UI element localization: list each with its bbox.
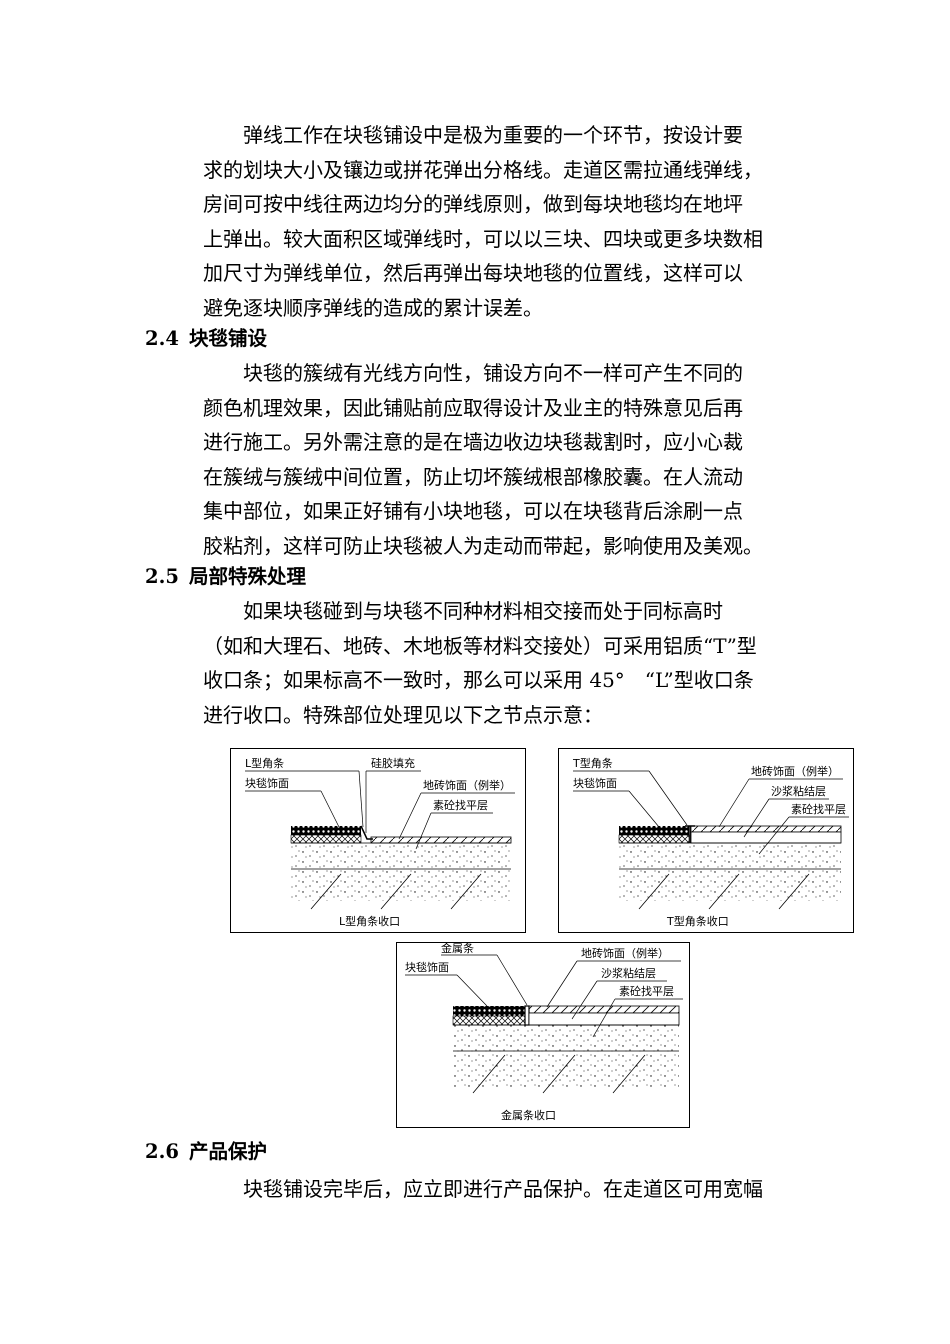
text-line: 避免逐块顺序弹线的造成的累计误差。 — [203, 295, 543, 320]
label-tile-finish: 地砖饰面（例举） — [581, 946, 669, 960]
base-layer — [291, 869, 511, 901]
l-type-diagram: L型角条 块毯饰面 硅胶填充 地砖饰面（例举） 素砼找平层 L型角条收口 — [245, 756, 515, 928]
figure-t-type-edge: T型角条 块毯饰面 地砖饰面（例举） 沙浆粘结层 素砼找平层 T型角条收口 — [558, 748, 854, 933]
label-l-strip: L型角条 — [245, 756, 284, 770]
text-line: 进行施工。另外需注意的是在墙边收边块毯裁割时，应小心裁 — [203, 430, 743, 454]
paragraph-line-marking: 弹线工作在块毯铺设中是极为重要的一个环节，按设计要 求的划块大小及镶边或拼花弹出… — [203, 118, 813, 325]
text-line: 在簇绒与簇绒中间位置，防止切坏簇绒根部橡胶囊。在人流动 — [203, 464, 743, 489]
figure-metal-strip-edge: 金属条 块毯饰面 地砖饰面（例举） 沙浆粘结层 素砼找平层 金属条收口 — [396, 942, 690, 1128]
text-line: 如果块毯碰到与块毯不同种材料相交接而处于同标高时 — [203, 599, 723, 623]
carpet-backing — [452, 1015, 526, 1026]
section-number: 2.6 — [145, 1140, 179, 1163]
label-silicone-fill: 硅胶填充 — [371, 756, 415, 770]
section-heading-2-4: 2.4 块毯铺设 — [145, 324, 267, 354]
t-type-diagram: T型角条 块毯饰面 地砖饰面（例举） 沙浆粘结层 素砼找平层 T型角条收口 — [572, 756, 849, 928]
section-title: 局部特殊处理 — [188, 565, 306, 588]
carpet-layer — [291, 826, 361, 835]
label-tile-finish: 地砖饰面（例举） — [751, 764, 839, 778]
text-line: 加尺寸为弹线单位，然后再弹出每块地毯的位置线，这样可以 — [203, 261, 743, 285]
section-number: 2.5 — [145, 565, 179, 588]
section-heading-2-5: 2.5 局部特殊处理 — [145, 562, 306, 592]
paragraph-product-protection: 块毯铺设完毕后，应立即进行产品保护。在走道区可用宽幅 — [203, 1172, 813, 1207]
text-line: 收口条；如果标高不一致时，那么可以采用 45° “L”型收口条 — [203, 668, 754, 692]
figure-caption: 金属条收口 — [501, 1108, 556, 1122]
mortar-layer — [528, 1012, 680, 1026]
label-carpet-finish: 块毯饰面 — [573, 776, 617, 790]
figure-caption: L型角条收口 — [339, 914, 400, 928]
tile-layer — [528, 1005, 680, 1014]
label-t-strip: T型角条 — [572, 756, 613, 770]
label-mortar: 沙浆粘结层 — [601, 966, 656, 980]
figure-l-type-edge: L型角条 块毯饰面 硅胶填充 地砖饰面（例举） 素砼找平层 L型角条收口 — [230, 748, 526, 933]
paragraph-carpet-laying: 块毯的簇绒有光线方向性，铺设方向不一样可产生不同的 颜色机理效果，因此铺贴前应取… — [203, 356, 813, 563]
section-heading-2-6: 2.6 产品保护 — [145, 1137, 267, 1167]
figure-caption: T型角条收口 — [666, 914, 729, 928]
screed-layer — [619, 843, 841, 869]
text-line: 弹线工作在块毯铺设中是极为重要的一个环节，按设计要 — [203, 123, 743, 147]
screed-layer — [291, 843, 511, 869]
carpet-backing — [618, 834, 690, 844]
metal-strip-diagram: 金属条 块毯饰面 地砖饰面（例举） 沙浆粘结层 素砼找平层 金属条收口 — [405, 943, 683, 1122]
label-metal-strip: 金属条 — [441, 943, 474, 955]
text-line: 集中部位，如果正好铺有小块地毯，可以在块毯背后涂刷一点 — [203, 499, 743, 523]
text-line: 上弹出。较大面积区域弹线时，可以以三块、四块或更多块数相 — [203, 226, 763, 251]
label-carpet-finish: 块毯饰面 — [405, 960, 449, 974]
paragraph-special-treatment: 如果块毯碰到与块毯不同种材料相交接而处于同标高时 （如和大理石、地砖、木地板等材… — [203, 594, 813, 732]
text-line: 房间可按中线往两边均分的弹线原则，做到每块地毯均在地坪 — [203, 192, 743, 216]
label-mortar: 沙浆粘结层 — [771, 784, 826, 798]
text-line: 块毯铺设完毕后，应立即进行产品保护。在走道区可用宽幅 — [203, 1177, 763, 1201]
screed-layer — [453, 1025, 679, 1051]
section-number: 2.4 — [145, 327, 179, 350]
carpet-layer — [619, 826, 689, 835]
mortar-layer — [690, 831, 842, 844]
text-line: 求的划块大小及镶边或拼花弹出分格线。走道区需拉通线弹线， — [203, 157, 763, 182]
label-screed: 素砼找平层 — [791, 802, 846, 816]
label-carpet-finish: 块毯饰面 — [245, 776, 289, 790]
text-line: （如和大理石、地砖、木地板等材料交接处）可采用铝质“T”型 — [203, 633, 757, 658]
section-title: 块毯铺设 — [188, 327, 267, 350]
text-line: 胶粘剂，这样可防止块毯被人为走动而带起，影响使用及美观。 — [203, 533, 763, 558]
label-screed: 素砼找平层 — [619, 984, 674, 998]
tile-layer — [690, 825, 842, 833]
carpet-backing — [290, 834, 362, 844]
carpet-layer — [453, 1006, 525, 1016]
label-tile-finish: 地砖饰面（例举） — [423, 778, 511, 792]
metal-strip — [524, 1005, 530, 1026]
label-screed: 素砼找平层 — [433, 798, 488, 812]
text-line: 进行收口。特殊部位处理见以下之节点示意： — [203, 702, 603, 727]
section-title: 产品保护 — [188, 1140, 267, 1163]
tile-layer — [370, 836, 512, 844]
base-layer — [453, 1051, 679, 1089]
text-line: 块毯的簇绒有光线方向性，铺设方向不一样可产生不同的 — [203, 361, 743, 385]
text-line: 颜色机理效果，因此铺贴前应取得设计及业主的特殊意见后再 — [203, 395, 743, 420]
